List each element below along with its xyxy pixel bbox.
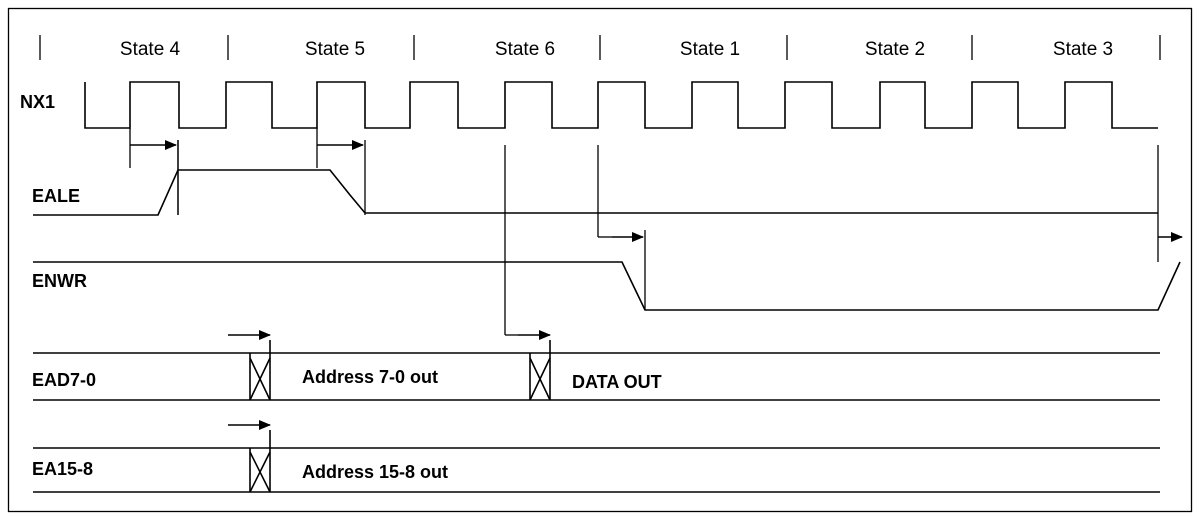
ad-high-bus [33, 430, 1160, 493]
state-labels: State 4 State 5 State 6 State 1 State 2 … [120, 39, 1113, 60]
ad-low-bus [33, 340, 1160, 401]
bus-label-address-high: Address 15-8 out [302, 462, 448, 482]
bus-transition [249, 357, 271, 401]
signal-label-ad-low: EAD7-0 [32, 370, 96, 390]
state-label-5: State 2 [865, 39, 925, 60]
state-label-1: State 4 [120, 39, 181, 60]
delay-arrows [130, 140, 1183, 430]
clock-waveform [84, 81, 1158, 129]
wr-waveform [33, 261, 1181, 311]
state-label-2: State 5 [305, 39, 365, 60]
timing-references [129, 128, 1159, 336]
bus-transition [249, 451, 271, 493]
state-label-4: State 1 [680, 39, 740, 60]
bus-transition [529, 357, 551, 401]
state-label-6: State 3 [1053, 39, 1113, 60]
ale-waveform [33, 169, 1158, 216]
bus-label-address-low: Address 7-0 out [302, 367, 438, 387]
state-separators [39, 35, 1161, 60]
signal-label-wr: ENWR [32, 271, 87, 291]
state-label-3: State 6 [495, 39, 555, 60]
signal-label-ad-high: EA15-8 [32, 459, 93, 479]
diagram-frame [7, 7, 1193, 513]
signal-label-clock: NX1 [20, 92, 55, 112]
signal-label-ale: EALE [32, 186, 80, 206]
bus-label-data-out: DATA OUT [572, 372, 662, 392]
